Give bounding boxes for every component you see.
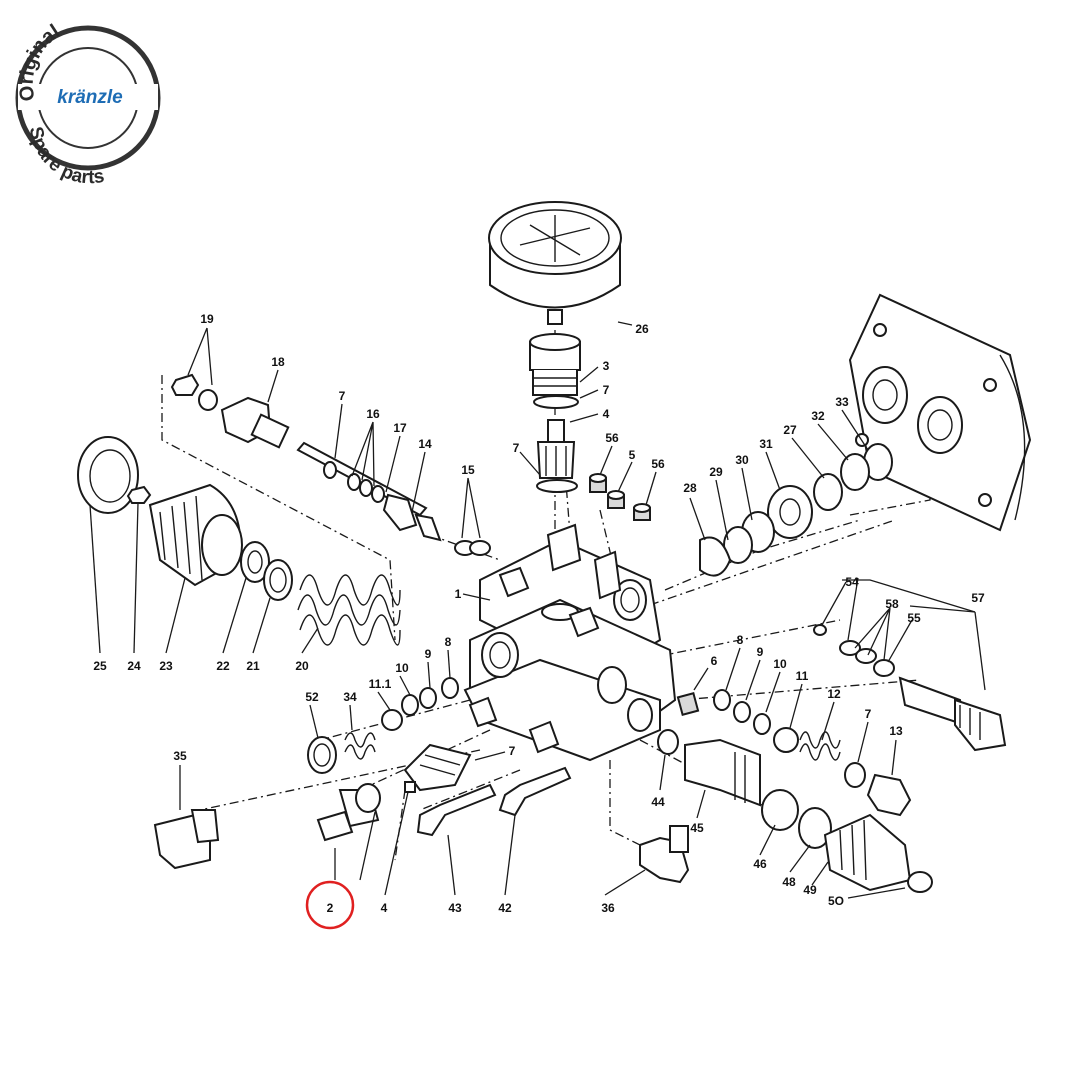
right-lower-valve-parts — [676, 689, 912, 817]
part-label: 26 — [635, 322, 649, 336]
part-label: 56 — [605, 431, 619, 445]
part-label: 58 — [885, 597, 899, 611]
piston-seal-rings — [699, 443, 893, 577]
part-label: 3 — [603, 359, 610, 373]
part-label: 36 — [601, 901, 615, 915]
part-label: 9 — [757, 645, 764, 659]
part-label: 5 — [629, 448, 636, 462]
part-label: 7 — [339, 389, 346, 403]
part-label: 20 — [295, 659, 309, 673]
leader-lines — [89, 321, 986, 899]
part-label: 28 — [683, 481, 697, 495]
highlighted-part-label: 2 — [327, 901, 334, 915]
valve-stack — [529, 333, 581, 493]
lower-right-parts — [639, 729, 933, 893]
part-label: 54 — [845, 575, 859, 589]
crankcase-flange — [848, 293, 1032, 532]
part-label: 22 — [216, 659, 230, 673]
part-label: 17 — [393, 421, 407, 435]
part-label: 23 — [159, 659, 173, 673]
part-label: 11 — [796, 669, 809, 683]
part-label: 46 — [753, 857, 767, 871]
right-check-valve — [813, 624, 1007, 752]
part-label: 21 — [246, 659, 260, 673]
part-label: 9 — [425, 647, 432, 661]
part-label: 48 — [782, 875, 796, 889]
pump-head-body — [463, 523, 677, 762]
part-label: 10 — [773, 657, 787, 671]
part-label: 43 — [448, 901, 462, 915]
lower-left-parts — [153, 677, 572, 870]
part-label: 49 — [803, 883, 817, 897]
part-label: 4 — [381, 901, 388, 915]
part-label: 15 — [461, 463, 475, 477]
part-label: 31 — [759, 437, 773, 451]
part-label: 35 — [173, 749, 187, 763]
highlighted-part-2[interactable]: 2 — [305, 880, 355, 930]
small-caps — [589, 473, 651, 521]
part-label: 6 — [711, 654, 718, 668]
part-label: 44 — [651, 795, 665, 809]
part-label: 24 — [127, 659, 141, 673]
part-label: 19 — [200, 312, 214, 326]
unloader-assembly — [77, 373, 491, 646]
part-labels: 19 18 7 16 17 14 15 25 24 23 22 21 20 26… — [93, 312, 985, 915]
part-label: 12 — [827, 687, 841, 701]
kranzle-original-spare-parts-logo: Original Spare parts kränzle — [15, 20, 161, 188]
highlight-circle — [305, 880, 355, 930]
part-label: 13 — [889, 724, 903, 738]
part-label: 32 — [811, 409, 825, 423]
part-label: 57 — [971, 591, 985, 605]
part-label: 33 — [835, 395, 849, 409]
part-label: 27 — [783, 423, 797, 437]
part-label: 29 — [709, 465, 723, 479]
part-label: 7 — [513, 441, 520, 455]
part-label: 25 — [93, 659, 107, 673]
part-label: 52 — [305, 690, 319, 704]
part-label: 42 — [498, 901, 512, 915]
part-label: 4 — [603, 407, 610, 421]
part-label: 55 — [907, 611, 921, 625]
part-label: 7 — [603, 383, 610, 397]
part-label: 7 — [509, 744, 516, 758]
part-label: 18 — [271, 355, 285, 369]
part-label: 5O — [828, 894, 844, 908]
pressure-gauge — [488, 201, 622, 325]
part-label: 56 — [651, 457, 665, 471]
logo-brand: kränzle — [57, 87, 123, 108]
part-label: 11.1 — [369, 677, 392, 691]
part-label: 45 — [690, 821, 704, 835]
part-label: 10 — [395, 661, 409, 675]
part-label: 14 — [418, 437, 432, 451]
part-label: 1 — [455, 587, 462, 601]
part-label: 8 — [737, 633, 744, 647]
part-label: 34 — [343, 690, 357, 704]
part-label: 8 — [445, 635, 452, 649]
part-label: 16 — [366, 407, 380, 421]
part-label: 7 — [865, 707, 872, 721]
part-label: 30 — [735, 453, 749, 467]
